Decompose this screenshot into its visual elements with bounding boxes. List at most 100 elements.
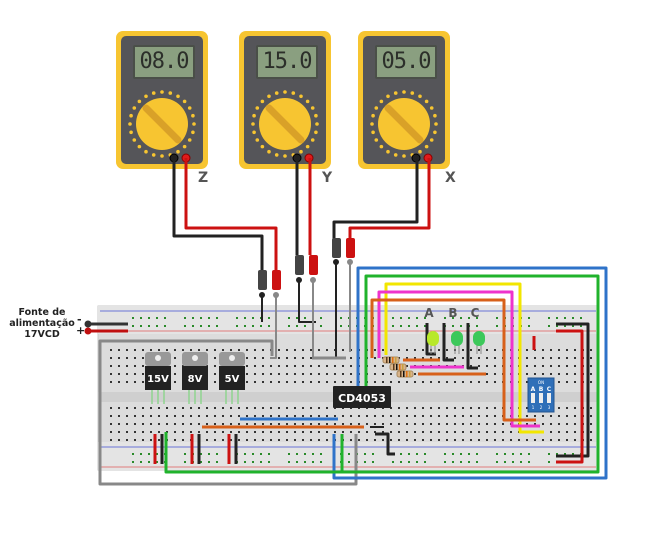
breadboard-hole — [422, 431, 424, 433]
resistor-band — [403, 371, 405, 377]
rail-hole — [460, 461, 462, 463]
breadboard-hole — [574, 415, 576, 417]
breadboard-hole — [126, 407, 128, 409]
breadboard-hole — [590, 423, 592, 425]
rail-hole — [424, 325, 426, 327]
rail-hole — [476, 325, 478, 327]
probe-plug — [272, 270, 281, 290]
breadboard-hole — [334, 415, 336, 417]
breadboard-hole — [454, 431, 456, 433]
breadboard-hole — [150, 431, 152, 433]
rail-hole — [320, 325, 322, 327]
dial-pointer — [265, 104, 305, 144]
breadboard-hole — [318, 349, 320, 351]
dial-dot — [410, 91, 415, 95]
breadboard-hole — [214, 431, 216, 433]
resistor-band — [386, 357, 388, 363]
breadboard-hole — [174, 423, 176, 425]
dial-dot — [192, 122, 196, 126]
rail-hole — [528, 325, 530, 327]
breadboard-hole — [142, 415, 144, 417]
rail-hole — [556, 325, 558, 327]
breadboard-hole — [334, 381, 336, 383]
dip-label-b: B — [539, 386, 544, 393]
probe-tip — [333, 259, 339, 265]
breadboard-hole — [278, 357, 280, 359]
breadboard-hole — [150, 423, 152, 425]
breadboard-hole — [262, 357, 264, 359]
breadboard-hole — [430, 423, 432, 425]
breadboard-hole — [454, 439, 456, 441]
breadboard-hole — [486, 373, 488, 375]
breadboard-hole — [246, 373, 248, 375]
breadboard-hole — [198, 407, 200, 409]
dip-switch-3[interactable] — [547, 393, 551, 403]
breadboard-hole — [494, 439, 496, 441]
psu-label-line2: alimentação — [9, 318, 75, 329]
probe-tip — [273, 292, 279, 298]
rail-hole — [268, 325, 270, 327]
dip-switch-2[interactable] — [539, 393, 543, 403]
breadboard-hole — [198, 431, 200, 433]
breadboard-hole — [206, 431, 208, 433]
breadboard-hole — [310, 357, 312, 359]
breadboard-hole — [222, 439, 224, 441]
positive-sign: + — [76, 324, 86, 337]
breadboard-hole — [590, 439, 592, 441]
breadboard-hole — [366, 439, 368, 441]
rail-hole — [132, 325, 134, 327]
multimeter-dial — [128, 90, 196, 163]
breadboard-hole — [414, 407, 416, 409]
breadboard-hole — [238, 431, 240, 433]
dial-dot — [371, 113, 375, 118]
breadboard-hole — [350, 423, 352, 425]
breadboard-hole — [502, 439, 504, 441]
rail-hole — [348, 453, 350, 455]
breadboard-hole — [558, 431, 560, 433]
breadboard-hole — [110, 381, 112, 383]
rail-hole — [216, 453, 218, 455]
breadboard-hole — [574, 357, 576, 359]
probe-tip — [347, 259, 353, 265]
breadboard-hole — [374, 415, 376, 417]
breadboard-hole — [110, 349, 112, 351]
rail-hole — [156, 325, 158, 327]
breadboard-hole — [526, 349, 528, 351]
breadboard-hole — [326, 373, 328, 375]
lead-x-com — [332, 158, 419, 240]
breadboard-hole — [326, 349, 328, 351]
breadboard-hole — [382, 365, 384, 367]
dial-dot — [144, 94, 148, 99]
breadboard-hole — [254, 407, 256, 409]
rail-hole — [312, 461, 314, 463]
breadboard-hole — [126, 415, 128, 417]
dial-dot — [433, 130, 437, 135]
regulator-body — [145, 366, 171, 390]
dip-switch-1[interactable] — [531, 393, 535, 403]
breadboard-hole — [350, 365, 352, 367]
dip-header: ON — [538, 380, 544, 385]
dial-dot — [386, 94, 390, 99]
rail-hole — [148, 461, 150, 463]
dial-dot — [251, 122, 255, 126]
power-supply-label: Fonte de alimentação 17VCD — [6, 307, 78, 340]
breadboard-hole — [326, 415, 328, 417]
breadboard-hole — [358, 415, 360, 417]
rail-hole — [208, 325, 210, 327]
breadboard-hole — [430, 381, 432, 383]
led-c-ground — [466, 323, 478, 370]
rail-hole — [424, 461, 426, 463]
dip-switch[interactable]: ON A B C 1 2 3 — [527, 377, 555, 413]
breadboard-hole — [190, 407, 192, 409]
breadboard-hole — [126, 423, 128, 425]
breadboard-hole — [254, 431, 256, 433]
breadboard-hole — [446, 431, 448, 433]
breadboard-hole — [438, 357, 440, 359]
rail-hole — [236, 317, 238, 319]
rail-hole — [320, 317, 322, 319]
breadboard-hole — [118, 431, 120, 433]
dial-dot — [424, 99, 429, 104]
rail-hole — [156, 461, 158, 463]
regulator-body — [182, 366, 208, 390]
